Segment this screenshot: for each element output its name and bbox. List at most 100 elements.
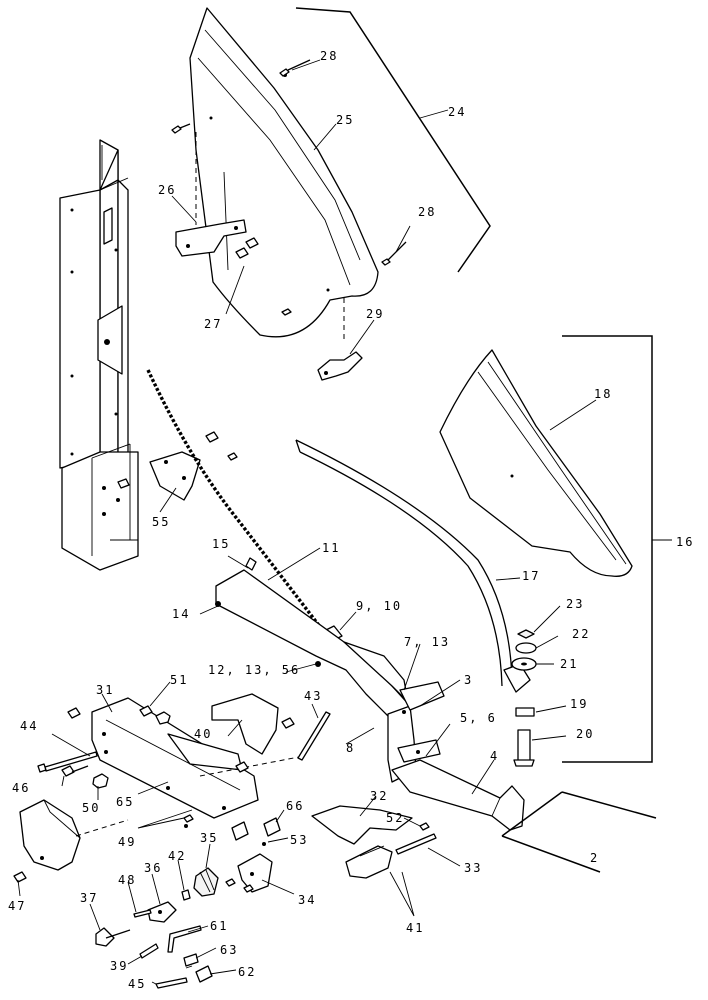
callout-41: 41: [406, 921, 424, 935]
callout-4: 4: [490, 749, 499, 763]
bolt-62: [195, 965, 213, 983]
callout-labels: 28 25 24 26 28 27 29 18 16 55 15 11 17 1…: [8, 49, 694, 991]
bolt-47: [13, 871, 27, 883]
assembly-bracket-16: [562, 335, 653, 763]
callout-62: 62: [238, 965, 256, 979]
bolt-28-upper: [279, 59, 311, 77]
callout-39: 39: [110, 959, 128, 973]
pin-39: [139, 943, 159, 959]
callout-27: 27: [204, 317, 222, 331]
upper-shield-panel: [189, 7, 379, 338]
callout-2: 2: [590, 851, 599, 865]
callout-8: 8: [346, 741, 355, 755]
spacer-19: [515, 707, 535, 717]
callout-28: 28: [320, 49, 338, 63]
bolt-left-top: [171, 123, 191, 134]
callout-44: 44: [20, 719, 38, 733]
chain: [146, 369, 332, 642]
callout-50: 50: [82, 801, 100, 815]
callout-26: 26: [158, 183, 176, 197]
callout-48: 48: [118, 873, 136, 887]
callout-33: 33: [464, 861, 482, 875]
bracket-29: [317, 351, 363, 381]
callout-32: 32: [370, 789, 388, 803]
callout-3: 3: [464, 673, 473, 687]
shield-18: [439, 349, 633, 577]
upper-shield-assembly: [171, 7, 407, 381]
bracket-40: [211, 693, 279, 755]
callout-29: 29: [366, 307, 384, 321]
bolt-46: [61, 765, 89, 777]
callout-66: 66: [286, 799, 304, 813]
nut-23: [517, 629, 535, 639]
callout-52: 52: [386, 811, 404, 825]
callout-42: 42: [168, 849, 186, 863]
callout-14: 14: [172, 607, 190, 621]
callout-18: 18: [594, 387, 612, 401]
callout-46: 46: [12, 781, 30, 795]
callout-15: 15: [212, 537, 230, 551]
bolt-28-right: [381, 241, 407, 266]
callout-22: 22: [572, 627, 590, 641]
callout-19: 19: [570, 697, 588, 711]
callout-45: 45: [128, 977, 146, 991]
callout-20: 20: [576, 727, 594, 741]
pin-43: [297, 711, 331, 761]
callout-63: 63: [220, 943, 238, 957]
rod-61: [167, 925, 202, 953]
callout-9-10: 9, 10: [356, 599, 402, 613]
callout-16: 16: [676, 535, 694, 549]
callout-37: 37: [80, 891, 98, 905]
callout-7-13: 7, 13: [404, 635, 450, 649]
callout-47: 47: [8, 899, 26, 913]
washer-22: [515, 642, 537, 654]
callout-11: 11: [322, 541, 340, 555]
callout-28-right: 28: [418, 205, 436, 219]
callout-65: 65: [116, 795, 134, 809]
callout-36: 36: [144, 861, 162, 875]
bolt-51: [139, 705, 153, 717]
callout-5-6: 5, 6: [460, 711, 497, 725]
callout-21: 21: [560, 657, 578, 671]
callout-31: 31: [96, 683, 114, 697]
bracket-34: [237, 853, 273, 893]
assembly-bracket-24: [295, 7, 491, 273]
end-cover-47: [19, 799, 81, 871]
callout-17: 17: [522, 569, 540, 583]
pin-45: [155, 977, 188, 989]
pin-33: [395, 833, 437, 855]
callout-25: 25: [336, 113, 354, 127]
callout-61: 61: [210, 919, 228, 933]
callout-12-13-56: 12, 13, 56: [208, 663, 300, 677]
nut-50: [92, 773, 109, 789]
callout-23: 23: [566, 597, 584, 611]
callout-55: 55: [152, 515, 170, 529]
clip-42: [181, 889, 191, 901]
callout-49: 49: [118, 835, 136, 849]
callout-51: 51: [170, 673, 188, 687]
callout-34: 34: [298, 893, 316, 907]
point-32: [311, 805, 413, 845]
bolt-20: [513, 729, 535, 767]
roller-35: [193, 867, 219, 897]
bushing-66: [231, 821, 249, 841]
callout-43: 43: [304, 689, 322, 703]
main-arm-11: [215, 557, 525, 831]
callout-24: 24: [448, 105, 466, 119]
bolt-27: [235, 247, 249, 259]
bolt-52: [419, 822, 430, 831]
rod-17: [295, 439, 513, 681]
spring-63: [183, 953, 199, 967]
bolt-27b: [245, 237, 259, 249]
callout-40: 40: [194, 727, 212, 741]
bolt-48: [133, 909, 152, 918]
point-4: [391, 759, 525, 831]
leader-lines: [17, 59, 597, 985]
callout-35: 35: [200, 831, 218, 845]
lower-shield-assembly: [295, 349, 633, 767]
plate-55: [149, 451, 201, 501]
bracket-26: [175, 219, 247, 257]
bolt-44: [37, 751, 98, 773]
callout-53: 53: [290, 833, 308, 847]
